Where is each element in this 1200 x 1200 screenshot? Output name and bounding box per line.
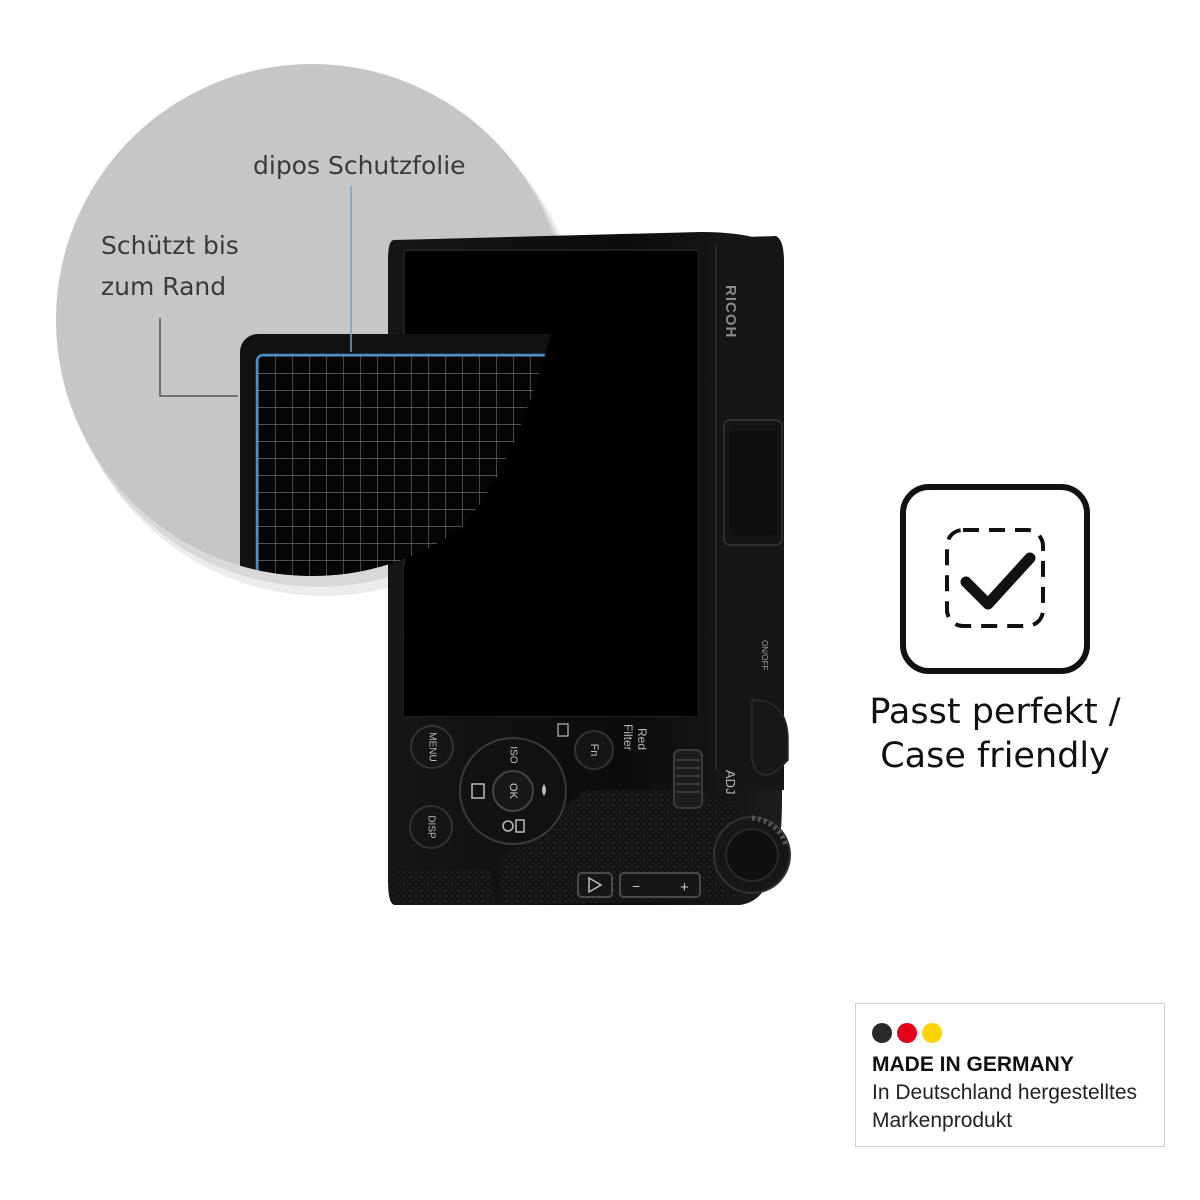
fit-caption: Passt perfekt / Case friendly [850,690,1140,778]
badge-line-2: Markenprodukt [872,1109,1013,1132]
on-off-label: ON/OFF [760,640,769,670]
adj-label: ADJ [723,770,738,795]
made-in-germany-badge: MADE IN GERMANY In Deutschland hergestel… [855,1003,1165,1147]
film-callout-label: dipos Schutzfolie [253,151,466,180]
adj-lever [673,749,703,809]
protector-edge-line [255,353,568,576]
zoom-lever [619,872,701,898]
disp-button-label: DISP [425,815,436,839]
ok-button-label: OK [507,783,519,800]
edge-callout-line-1: Schützt bis [101,231,239,260]
edge-callout-label: Schützt bis zum Rand [101,225,239,307]
fit-caption-line-2: Case friendly [880,736,1110,776]
trash-icon [557,723,569,737]
menu-button-label: MENU [426,732,437,761]
iso-label: ISO [507,746,518,763]
fit-caption-line-1: Passt perfekt / [869,692,1121,732]
brand-logo: RICOH [722,285,739,338]
zoom-plus-label: + [680,879,689,896]
edge-callout-line [159,318,238,397]
red-filter-label-1: Red [635,728,649,750]
badge-title: MADE IN GERMANY [872,1053,1074,1076]
frame-check-icon [900,484,1090,674]
self-timer-icon [502,820,514,832]
red-filter-label-2: Filter [621,724,635,751]
fn-button-label: Fn [588,744,600,757]
flag-dot-yellow [922,1023,942,1043]
flag-dot-black [872,1023,892,1043]
macro-icon [542,784,546,796]
edge-callout-line-2: zum Rand [101,272,227,301]
zoom-minus-label: − [632,878,640,894]
flag-dot-red [897,1023,917,1043]
flash-mode-icon [471,783,485,799]
control-buttons: MENU DISP Fn OK ISO Red Filter [409,640,791,898]
badge-line-1: In Deutschland hergestelltes [872,1081,1137,1104]
playback-button [577,872,613,898]
